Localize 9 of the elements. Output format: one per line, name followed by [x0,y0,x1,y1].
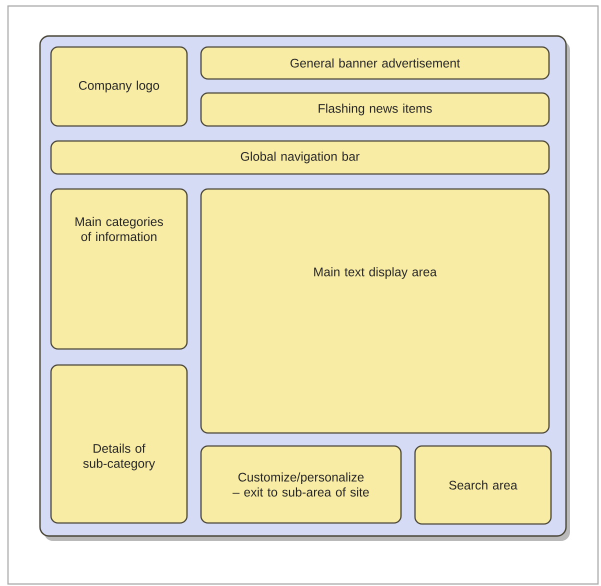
layout-area: Global navigation bar [50,140,550,175]
layout-area: Flashing news items [200,92,550,127]
layout-area: General banner advertisement [200,46,550,80]
layout-area: Main categories of information [50,188,188,350]
layout-area: Company logo [50,46,188,127]
layout-area: Details of sub-category [50,364,188,524]
layout-area: Customize/personalize – exit to sub-area of site [200,445,402,524]
layout-area: Search area [414,445,552,525]
layout-area: Main text display area [200,188,550,434]
